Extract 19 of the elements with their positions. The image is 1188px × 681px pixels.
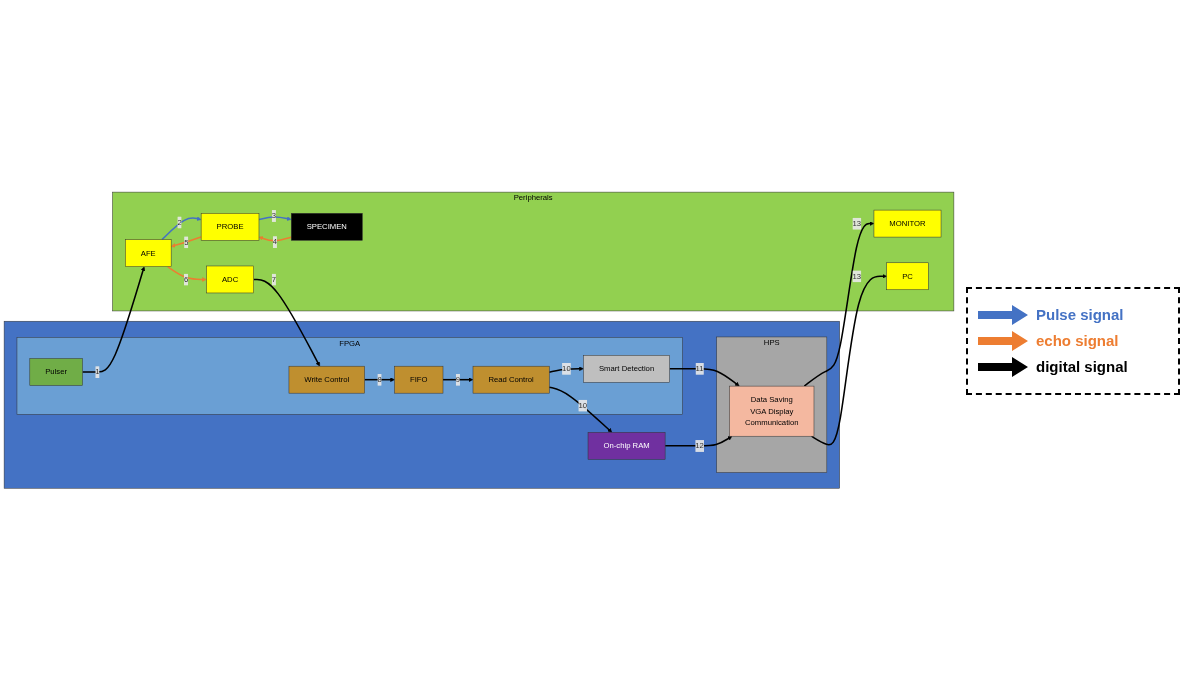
arrow (442, 377, 474, 383)
arrow (161, 216, 202, 241)
arrow (664, 436, 733, 447)
arrow (252, 279, 320, 367)
arrow (803, 221, 875, 388)
arrow (810, 274, 887, 446)
legend-text: echo signal (1036, 332, 1119, 349)
cluster (3, 321, 840, 489)
arrow (258, 236, 292, 242)
arrow (363, 377, 395, 383)
legend-text: digital signal (1036, 358, 1128, 375)
arrow (81, 266, 146, 374)
arrow (668, 368, 740, 387)
arrow (258, 216, 292, 222)
legend-text: Pulse signal (1036, 306, 1124, 323)
arrow (166, 266, 207, 283)
arrow (548, 386, 613, 433)
arrow (170, 236, 202, 248)
arrow (548, 366, 584, 374)
